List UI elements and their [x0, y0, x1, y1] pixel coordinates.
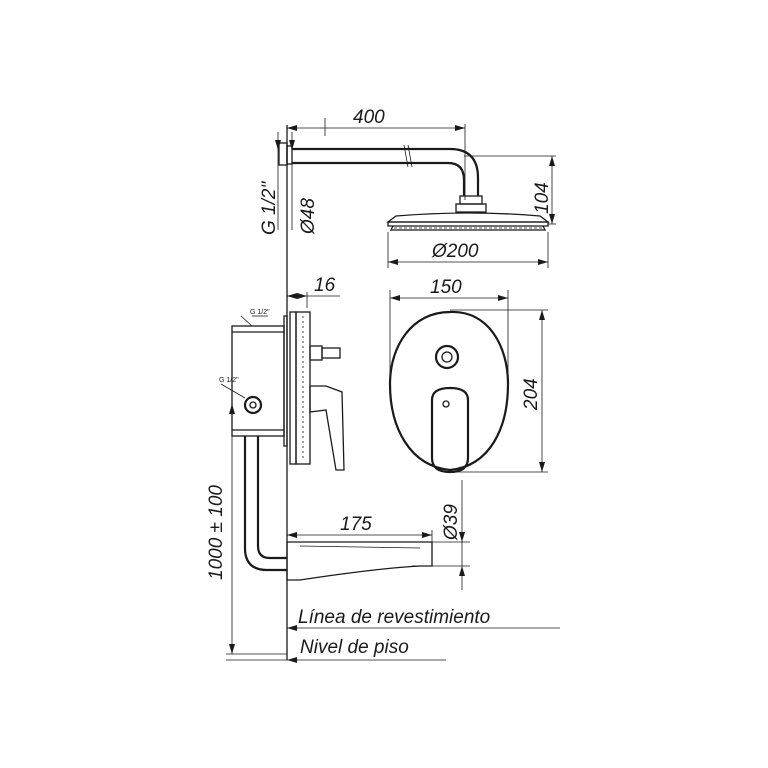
dimension-plate-width: 150 [389, 277, 509, 380]
diverter-button [434, 344, 460, 370]
valve-port-bottom-label: G 1/2" [219, 377, 239, 384]
tub-spout [286, 541, 433, 581]
supply-pipe [243, 436, 287, 572]
dim-g12-label: G 1/2" [259, 181, 280, 235]
valve-inlet-port [243, 395, 263, 415]
dimension-spout-diameter: Ø39 [432, 480, 470, 590]
dimension-plate-height: 204 [450, 309, 548, 473]
trim-plate-front [388, 310, 510, 474]
dim-104-label: 104 [532, 182, 553, 214]
dim-39-label: Ø39 [441, 504, 462, 541]
finish-line-reference: Línea de revestimiento [287, 607, 560, 631]
dimension-spout-length: 175 [287, 514, 433, 542]
shower-arm [278, 142, 487, 213]
floor-level-label: Nivel de piso [300, 637, 409, 658]
dimension-mount-height: 1000 ± 100 [206, 404, 287, 655]
dim-175-label: 175 [340, 514, 372, 535]
dimension-arm-length: 400 [287, 107, 466, 200]
dim-400-label: 400 [353, 107, 385, 128]
floor-level-reference: Nivel de piso [226, 637, 446, 663]
trim-plate-outline [388, 310, 510, 472]
mixer-lever [430, 386, 470, 474]
dimension-plate-offset: 16 [287, 275, 340, 308]
dim-16-label: 16 [314, 275, 336, 296]
shower-head [386, 212, 550, 231]
dim-48-label: Ø48 [298, 198, 319, 235]
trim-plate-side [289, 311, 345, 471]
dim-200-label: Ø200 [431, 241, 479, 262]
finish-line-label: Línea de revestimiento [298, 607, 490, 628]
dimension-head-diameter: Ø200 [387, 232, 549, 268]
valve-port-top-label: G 1/2" [250, 309, 270, 316]
dimension-arm-drop: 104 [464, 155, 556, 225]
dim-1000-label: 1000 ± 100 [206, 485, 227, 580]
dim-204-label: 204 [521, 378, 542, 411]
dimension-flange: Ø48 G 1/2" [259, 132, 319, 235]
valve-body: G 1/2" G 1/2" [219, 309, 288, 447]
dim-150-label: 150 [430, 277, 462, 298]
